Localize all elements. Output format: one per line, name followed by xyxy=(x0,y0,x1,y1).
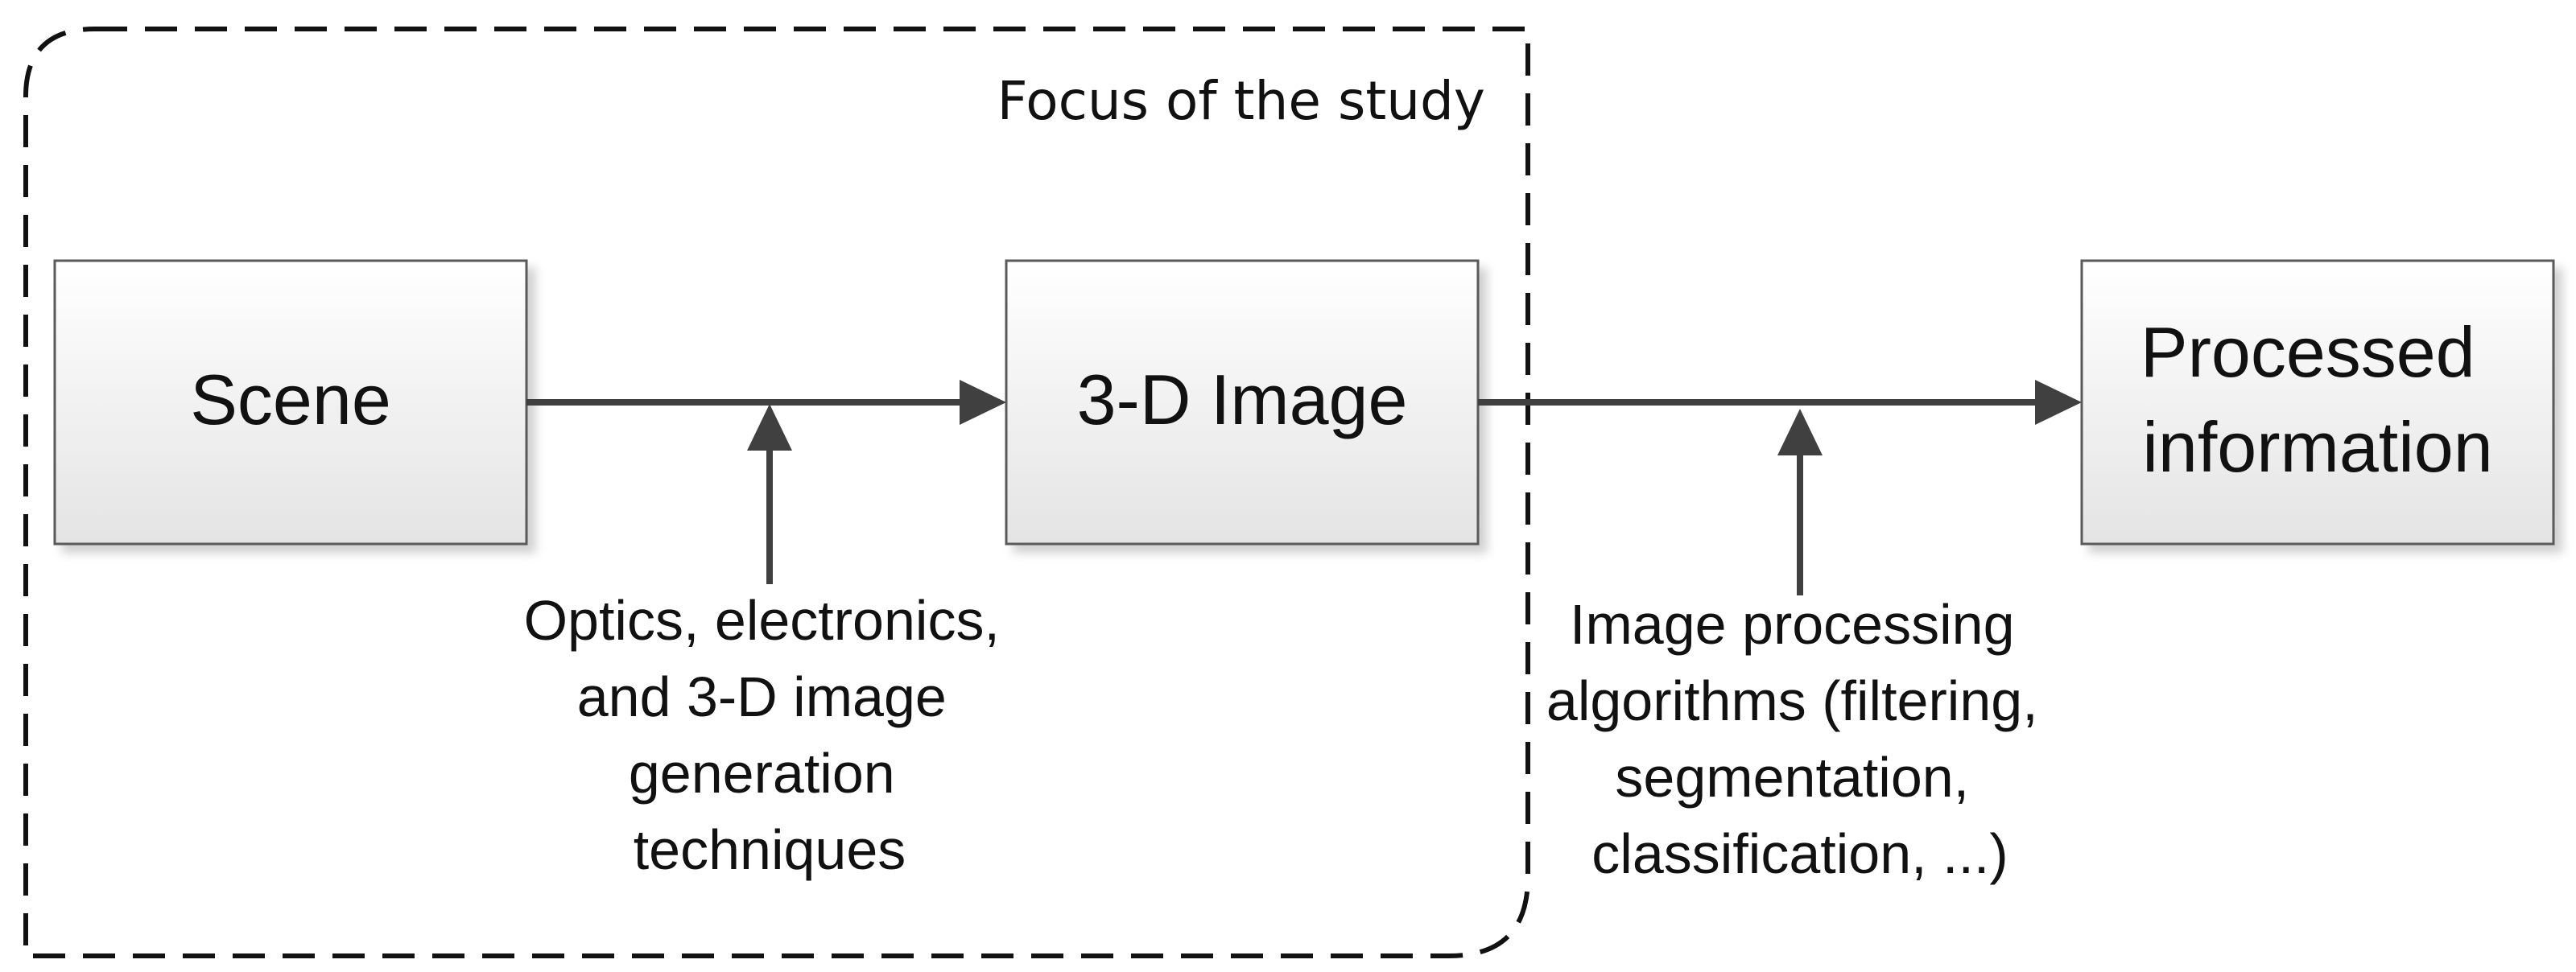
scene-node: Scene xyxy=(53,259,528,546)
image3d-node: 3-D Image xyxy=(1005,259,1480,546)
processing-algorithms-label: Image processing algorithms (filtering, … xyxy=(1546,593,2054,885)
processing-algorithms-line-4: classification, ...) xyxy=(1591,822,2008,885)
processing-input-arrow xyxy=(1777,409,1823,595)
scene-to-image-arrow xyxy=(526,380,1006,425)
processing-algorithms-line-1: Image processing xyxy=(1570,593,2015,656)
image-to-processed-arrow xyxy=(1478,380,2082,425)
focus-region-border xyxy=(23,27,1530,958)
scene-to-image-arrowhead xyxy=(960,380,1006,425)
imaging-techniques-label: Optics, electronics, and 3-D image gener… xyxy=(524,589,1016,881)
imaging-techniques-line-1: Optics, electronics, xyxy=(524,589,1000,652)
imaging-techniques-line-2: and 3-D image xyxy=(577,665,947,728)
processed-label: Processed information xyxy=(2140,312,2495,487)
image3d-box xyxy=(1005,259,1480,546)
processed-node: Processed information xyxy=(2080,259,2555,546)
imaging-input-arrow xyxy=(747,404,792,584)
processing-algorithms-line-2: algorithms (filtering, xyxy=(1546,669,2038,732)
processed-label-line-2: information xyxy=(2142,407,2492,487)
imaging-input-arrowhead xyxy=(747,404,792,451)
imaging-techniques-line-4: techniques xyxy=(634,818,906,881)
image-to-processed-arrowhead xyxy=(2035,380,2082,425)
processed-label-line-1: Processed xyxy=(2140,312,2475,392)
scene-box xyxy=(53,259,528,546)
scene-label: Scene xyxy=(190,360,391,439)
imaging-techniques-line-3: generation xyxy=(629,742,895,805)
processing-input-arrowhead xyxy=(1777,409,1823,455)
processing-algorithms-line-3: segmentation, xyxy=(1615,746,1969,809)
image3d-label: 3-D Image xyxy=(1077,360,1408,439)
focus-region-title: Focus of the study xyxy=(997,70,1485,132)
processed-box xyxy=(2080,259,2555,546)
